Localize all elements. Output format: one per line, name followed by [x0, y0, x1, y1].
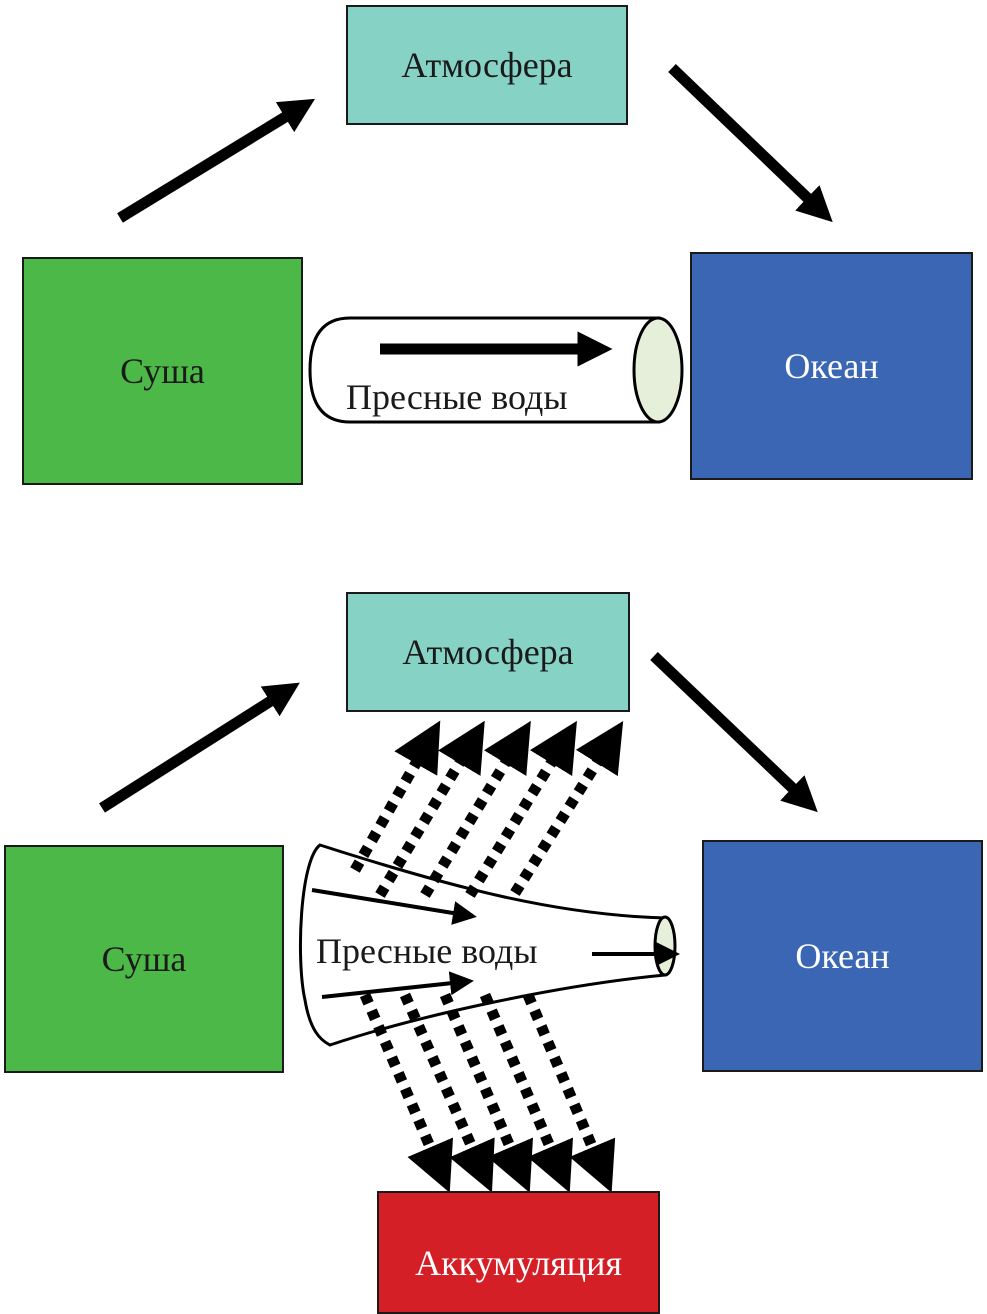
funnel-flow-arrow-lower [321, 971, 474, 999]
atmosphere-label: Атмосфера [401, 45, 573, 85]
ocean-box: Океан [702, 840, 983, 1072]
pipe-end [632, 316, 684, 424]
arrow-land-to-atmosphere [117, 98, 316, 223]
freshwater-label: Пресные воды [346, 377, 568, 417]
atmosphere-box: Атмосфера [346, 592, 630, 712]
evaporation-arrow [420, 720, 531, 898]
accumulation-arrow [439, 992, 533, 1193]
accumulation-arrow [522, 992, 616, 1193]
ocean-label: Океан [784, 346, 879, 386]
funnel-flow-arrow-upper [311, 888, 477, 925]
freshwater-label: Пресные воды [316, 931, 538, 971]
evaporation-arrow [350, 720, 441, 873]
arrow-atmosphere-to-ocean [668, 64, 833, 223]
atmosphere-box: Атмосфера [346, 5, 628, 125]
accumulation-arrow [399, 992, 495, 1193]
land-label: Суша [120, 351, 205, 391]
accumulation-arrow [479, 992, 573, 1193]
evaporation-arrow [465, 720, 577, 898]
arrow-land-to-atmosphere [99, 682, 300, 813]
accumulation-arrow [359, 992, 453, 1193]
arrow-atmosphere-to-ocean [650, 652, 818, 813]
land-box: Суша [4, 845, 284, 1073]
dotted-arrows-up [350, 720, 624, 898]
evaporation-arrow [375, 720, 485, 898]
dotted-arrows-down [359, 992, 616, 1193]
accumulation-label: Аккумуляция [415, 1242, 622, 1283]
land-label: Суша [101, 939, 187, 979]
atmosphere-label: Атмосфера [402, 632, 574, 672]
ocean-label: Океан [795, 936, 890, 976]
accumulation-box: Аккумуляция [377, 1191, 660, 1314]
evaporation-arrow [510, 721, 624, 896]
land-box: Суша [22, 257, 303, 485]
funnel-end [653, 915, 677, 977]
ocean-box: Океан [690, 252, 973, 480]
